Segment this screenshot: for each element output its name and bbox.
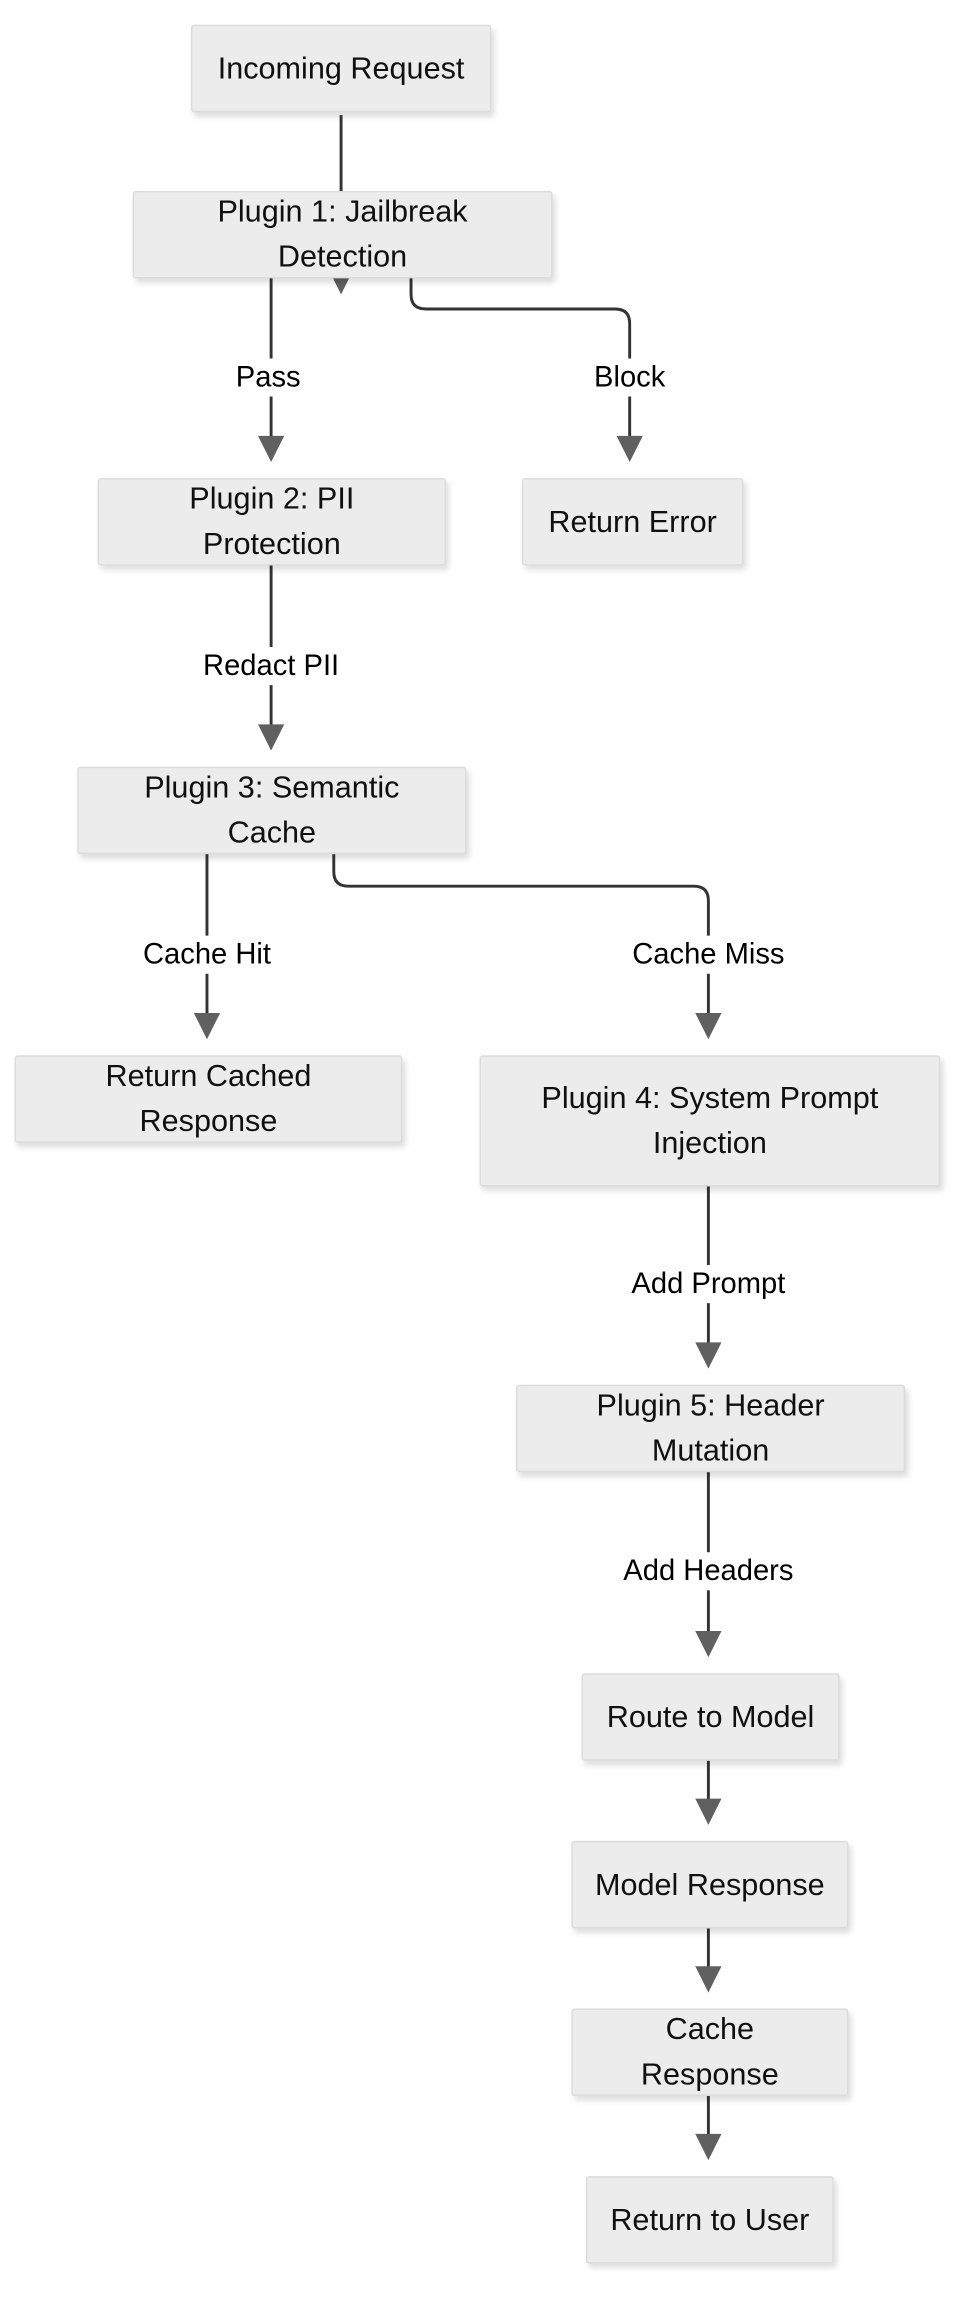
node-plugin4-system-prompt-injection[interactable]: Plugin 4: System Prompt Injection [479,1055,941,1187]
arrow-head-icon [695,1342,722,1369]
edge-label-add-headers: Add Headers [616,1552,801,1591]
node-label: Return to User [610,2203,810,2237]
node-plugin1-jailbreak-detection[interactable]: Plugin 1: Jailbreak Detection [132,190,553,279]
edge-plugin2-to-plugin3-redact-pii [257,565,285,751]
edge-cache-response-to-return-to-user [695,2095,722,2161]
edge-line-upper [332,854,710,936]
node-label: Plugin 3: Semantic Cache [144,771,400,850]
arrow-head-icon [257,724,285,751]
node-label: Route to Model [606,1700,815,1734]
node-route-to-model[interactable]: Route to Model [581,1673,840,1761]
edge-label-add-prompt: Add Prompt [624,1265,793,1304]
node-return-cached-response[interactable]: Return Cached Response [14,1055,403,1143]
edge-route-to-model-to-model-response [695,1760,722,1825]
node-incoming-request[interactable]: Incoming Request [190,24,492,113]
node-label: Model Response [594,1867,825,1902]
edge-plugin3-to-plugin4-cache-miss [332,854,722,1040]
node-label: Return Cached Response [105,1059,312,1139]
edge-model-response-to-cache-response [695,1928,722,1993]
edge-label-block: Block [586,358,673,397]
edge-plugin3-to-return-cached-response-cache-hit [193,854,221,1040]
edge-line-upper [409,276,632,359]
node-return-error[interactable]: Return Error [521,478,744,566]
arrow-head-icon [616,435,643,463]
node-label: Plugin 5: Header Mutation [596,1389,825,1468]
arrow-head-icon [695,1013,722,1040]
node-label: Cache Response [640,2012,779,2092]
node-return-to-user[interactable]: Return to User [585,2176,834,2264]
arrow-head-icon [695,1798,722,1825]
edge-label-pass: Pass [228,358,308,397]
node-label: Plugin 1: Jailbreak Detection [217,195,468,275]
edge-label-cache-hit: Cache Hit [135,935,279,974]
node-model-response[interactable]: Model Response [571,1840,849,1929]
node-label: Return Error [548,505,717,539]
node-label: Plugin 4: System Prompt Injection [541,1081,879,1161]
node-label: Incoming Request [217,51,465,86]
arrow-head-icon [257,435,285,463]
edge-plugin1-to-plugin2-pass [257,276,285,463]
node-label: Plugin 2: PII Protection [189,482,355,562]
arrow-head-icon [193,1013,221,1040]
arrow-head-icon [695,1631,722,1658]
node-plugin2-pii-protection[interactable]: Plugin 2: PII Protection [97,478,447,566]
edge-label-redact-pii: Redact PII [195,647,347,686]
arrow-head-icon [695,2133,722,2161]
node-cache-response[interactable]: Cache Response [571,2008,849,2096]
edge-plugin1-to-return-error-block [409,276,643,463]
edge-label-cache-miss: Cache Miss [624,935,792,974]
arrow-head-icon [695,1966,722,1993]
edge-plugin4-to-plugin5-add-prompt [695,1186,722,1369]
node-plugin5-header-mutation[interactable]: Plugin 5: Header Mutation [515,1384,906,1473]
edge-plugin5-to-route-to-model-add-headers [695,1472,722,1658]
node-plugin3-semantic-cache[interactable]: Plugin 3: Semantic Cache [77,766,467,855]
